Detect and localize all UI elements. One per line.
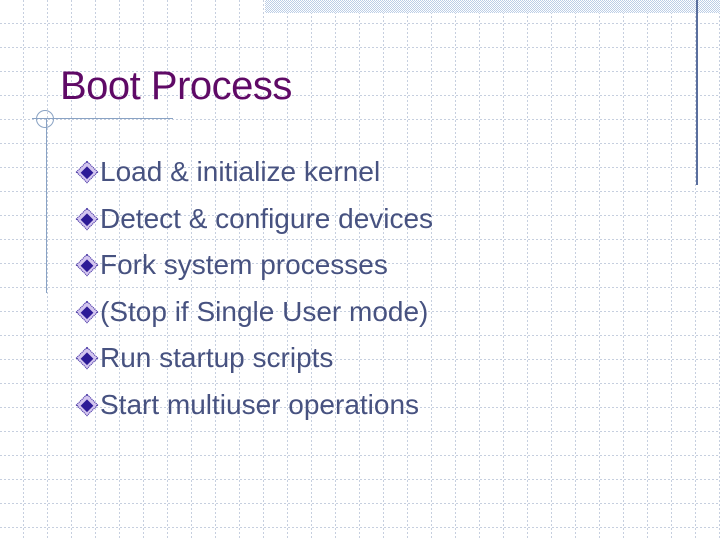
bullet-item: Fork system processes [75,242,635,289]
left-rule-line [46,119,47,293]
bullet-item-label: Run startup scripts [100,342,334,374]
bullet-item-label: Detect & configure devices [100,202,434,234]
deco-circle [36,110,54,128]
diamond-bullet-icon [75,253,99,277]
bullet-item-label: Start multiuser operations [100,388,420,420]
bullet-list: Load & initialize kernel Detect & config… [75,149,635,428]
diamond-bullet-icon [75,393,99,417]
top-accent-band [265,0,720,13]
right-rule-line [696,0,698,185]
bullet-item: (Stop if Single User mode) [75,289,635,336]
bullet-item-label: Load & initialize kernel [100,156,381,188]
diamond-bullet-icon [75,160,99,184]
slide-title: Boot Process [60,64,292,108]
bullet-item: Load & initialize kernel [75,149,635,196]
diamond-bullet-icon [75,300,99,324]
diamond-bullet-icon [75,207,99,231]
bullet-item-label: (Stop if Single User mode) [100,295,429,327]
diamond-bullet-icon [75,346,99,370]
bullet-item-label: Fork system processes [100,249,388,281]
title-underline [32,118,173,119]
bullet-item: Detect & configure devices [75,196,635,243]
bullet-item: Run startup scripts [75,335,635,382]
bullet-item: Start multiuser operations [75,382,635,429]
